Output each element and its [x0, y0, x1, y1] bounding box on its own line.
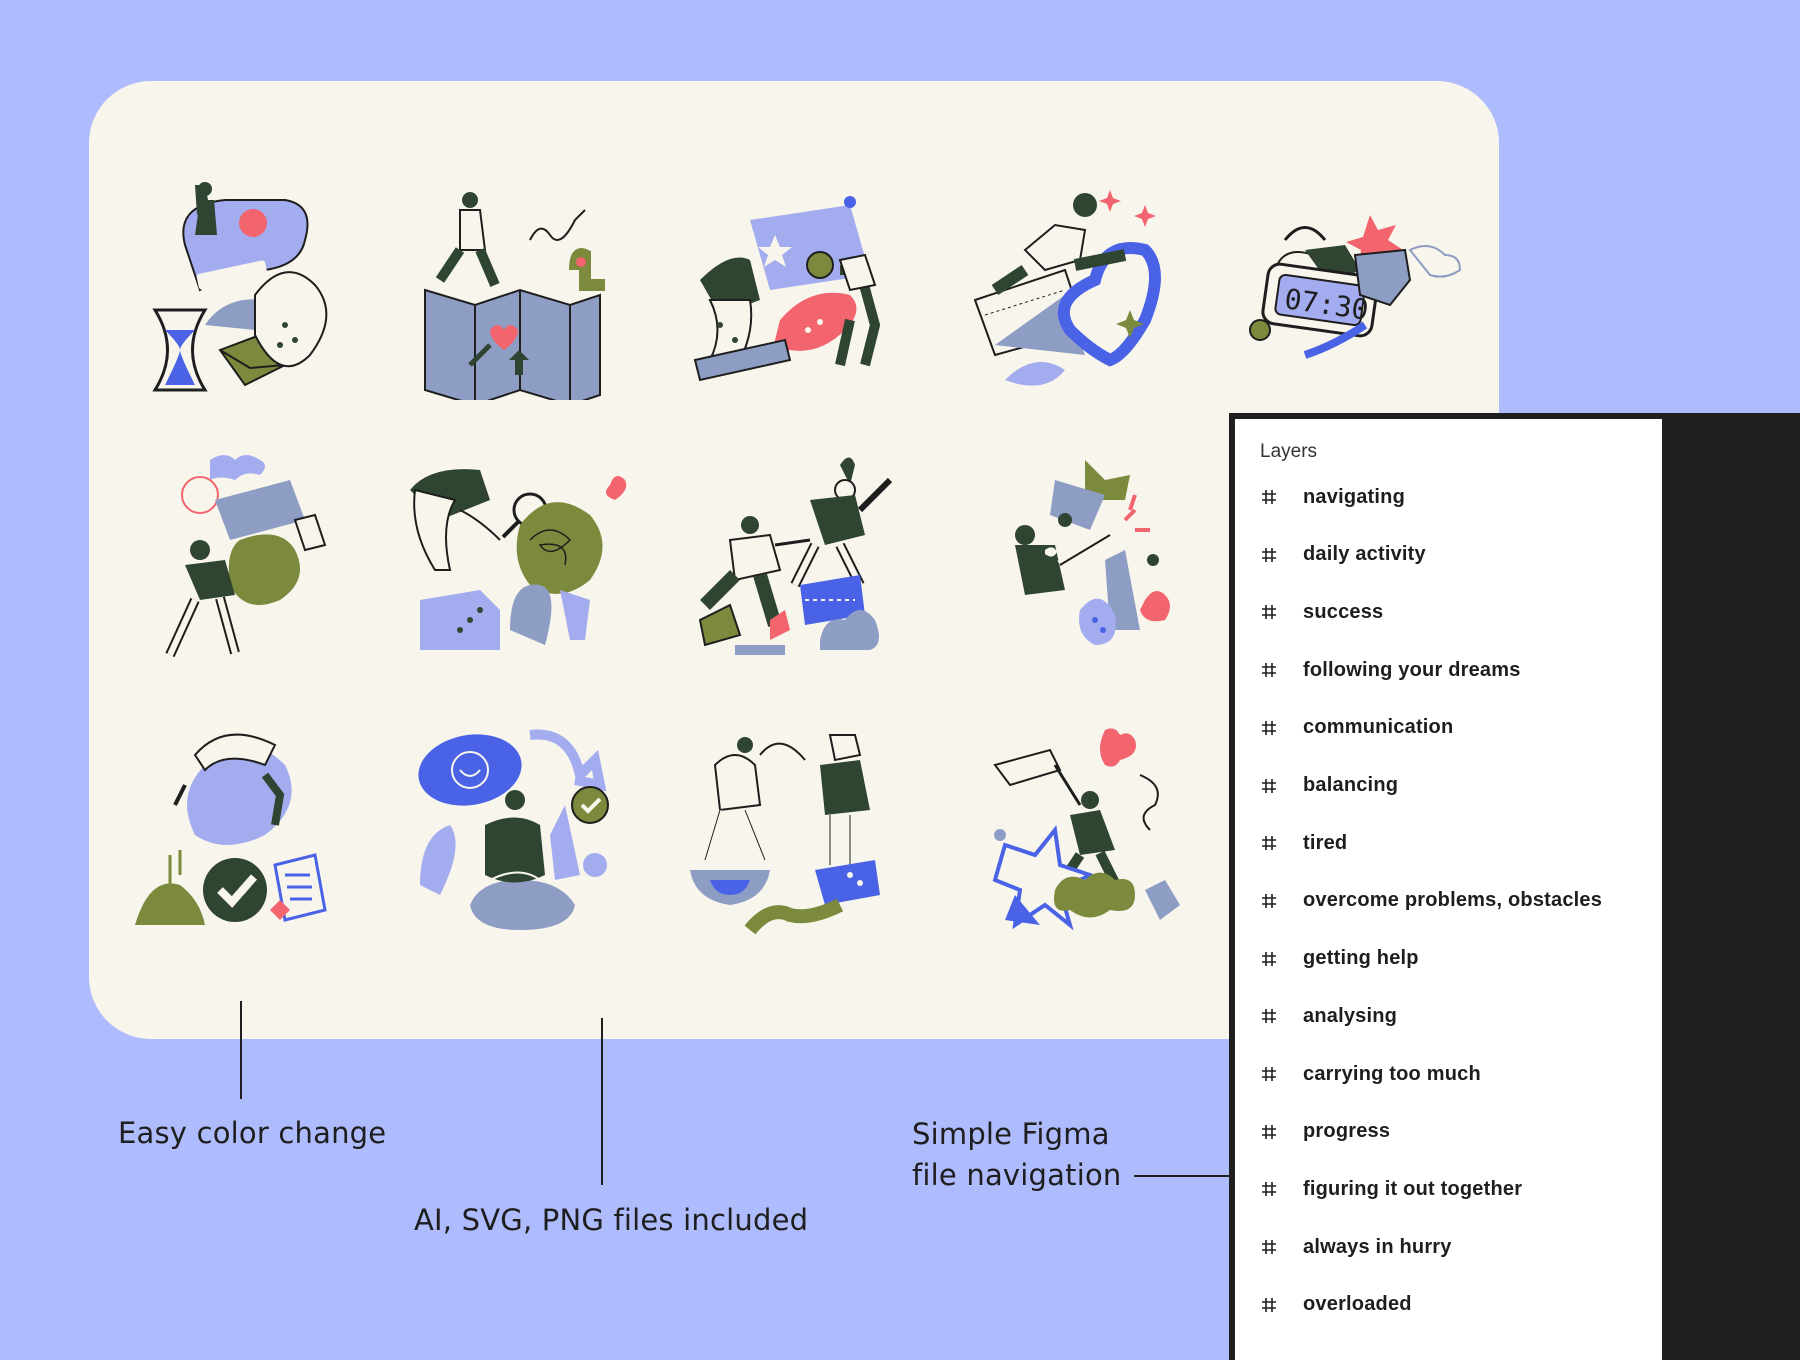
layer-item[interactable]: navigating: [1260, 477, 1405, 517]
frame-hash-icon: [1260, 546, 1278, 564]
layer-item-label: balancing: [1303, 774, 1399, 796]
frame-hash-icon: [1260, 892, 1278, 910]
layer-item-label: progress: [1303, 1120, 1391, 1143]
layer-item-label: communication: [1303, 716, 1454, 739]
layer-item[interactable]: communication: [1260, 708, 1453, 748]
meditation-success-illustration: [410, 725, 630, 945]
layer-item-label: carrying too much: [1303, 1062, 1481, 1085]
frame-hash-icon: [1260, 777, 1278, 795]
callout-line-files-included: [601, 1018, 603, 1185]
caption-files-included: AI, SVG, PNG files included: [414, 1203, 809, 1237]
carrying-boxes-illustration: [155, 450, 375, 670]
layer-item[interactable]: overcome problems, obstacles: [1260, 881, 1602, 921]
frame-hash-icon: [1260, 1065, 1278, 1083]
frame-hash-icon: [1260, 1238, 1278, 1256]
kick-obstacle-illustration: [985, 450, 1205, 670]
layer-item-label: overloaded: [1303, 1293, 1412, 1316]
frame-hash-icon: [1260, 719, 1278, 737]
alarm-clock-hurry-illustration: 07:30: [1245, 195, 1465, 415]
tired-rest-illustration: [135, 725, 355, 945]
magnifier-analysing-illustration: [410, 450, 630, 670]
layer-item-label: figuring it out together: [1303, 1177, 1523, 1200]
frame-hash-icon: [1260, 1180, 1278, 1198]
layer-item[interactable]: carrying too much: [1260, 1054, 1481, 1094]
layer-item-label: success: [1303, 600, 1384, 623]
layers-panel: Layers navigating daily activity success fo…: [1235, 419, 1662, 1360]
caption-figma-nav-line2: file navigation: [912, 1158, 1122, 1192]
layer-item[interactable]: progress: [1260, 1112, 1390, 1152]
caption-figma-nav-line1: Simple Figma: [912, 1117, 1110, 1151]
frame-hash-icon: [1260, 1007, 1278, 1025]
caption-color-change: Easy color change: [118, 1116, 387, 1150]
picture-communication-illustration: [690, 190, 910, 410]
layer-item-label: following your dreams: [1303, 658, 1521, 681]
callout-line-color-change: [240, 1001, 242, 1099]
butterfly-net-dreams-illustration: [985, 725, 1205, 945]
frame-hash-icon: [1260, 1123, 1278, 1141]
heart-jump-illustration: [965, 180, 1185, 400]
frame-hash-icon: [1260, 661, 1278, 679]
layer-item-label: navigating: [1303, 485, 1406, 508]
layer-item-label: always in hurry: [1303, 1235, 1452, 1258]
frame-hash-icon: [1260, 834, 1278, 852]
layer-item[interactable]: getting help: [1260, 939, 1419, 979]
hourglass-waiting-illustration: [135, 175, 355, 395]
layer-item[interactable]: figuring it out together: [1260, 1169, 1522, 1209]
layer-item[interactable]: analysing: [1260, 996, 1397, 1036]
figuring-together-illustration: [690, 725, 910, 945]
layer-item[interactable]: following your dreams: [1260, 650, 1521, 690]
layer-item-label: analysing: [1303, 1004, 1398, 1027]
frame-hash-icon: [1260, 1296, 1278, 1314]
layer-item[interactable]: daily activity: [1260, 535, 1426, 575]
callout-line-figma-nav: [1134, 1175, 1229, 1177]
layers-panel-title: Layers: [1260, 441, 1318, 462]
frame-hash-icon: [1260, 603, 1278, 621]
layer-item[interactable]: overloaded: [1260, 1285, 1412, 1325]
layer-item[interactable]: tired: [1260, 823, 1347, 863]
layer-item[interactable]: success: [1260, 592, 1383, 632]
layer-item-label: overcome problems, obstacles: [1303, 889, 1603, 912]
helping-climb-illustration: [690, 450, 910, 670]
layer-item[interactable]: always in hurry: [1260, 1227, 1452, 1267]
layer-item-label: daily activity: [1303, 543, 1426, 566]
layer-item-label: getting help: [1303, 947, 1419, 970]
layer-item[interactable]: balancing: [1260, 766, 1398, 806]
map-navigation-illustration: [410, 180, 630, 400]
frame-hash-icon: [1260, 950, 1278, 968]
frame-hash-icon: [1260, 488, 1278, 506]
layer-item-label: tired: [1303, 831, 1348, 854]
